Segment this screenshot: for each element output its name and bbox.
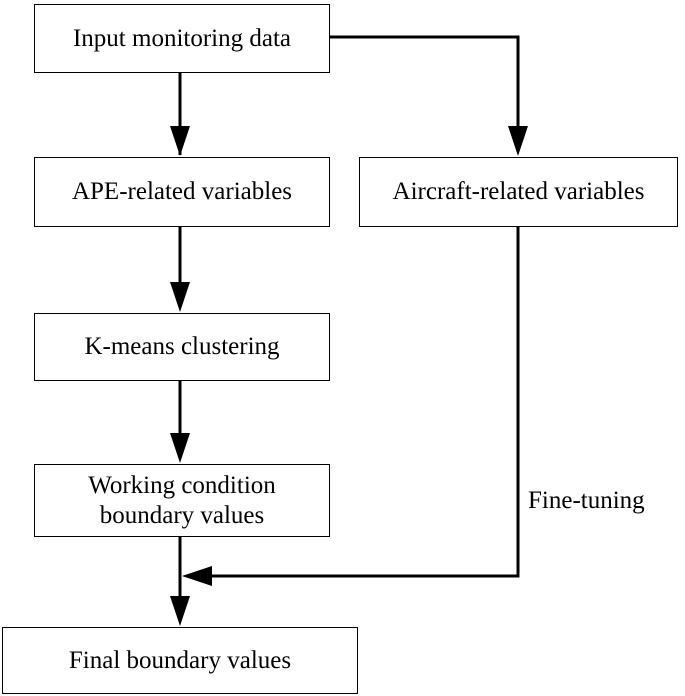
node-input-label: Input monitoring data [72, 24, 292, 52]
arrow-input-to-aircraft [330, 35, 520, 130]
node-kmeans-label: K-means clustering [84, 333, 280, 360]
node-working-line1: Working condition [88, 471, 276, 499]
edge-label-fine-tuning: Fine-tuning [528, 487, 645, 514]
arrowhead-ape-to-kmeans [170, 282, 190, 312]
node-aircraft-related-variables: Aircraft-related variables [359, 157, 678, 227]
node-working-condition-boundary-values: Working condition boundary values [34, 464, 330, 537]
arrowhead-kmeans-to-working [170, 433, 190, 463]
arrowhead-working-to-final [170, 596, 190, 626]
node-input-monitoring-data: Input monitoring data [34, 4, 330, 73]
node-ape-related-variables: APE-related variables [34, 157, 330, 227]
node-ape-label: APE-related variables [71, 178, 293, 205]
arrow-aircraft-to-merge [210, 227, 520, 578]
node-final-label: Final boundary values [68, 646, 292, 674]
arrowhead-input-to-aircraft [508, 126, 528, 156]
arrowhead-input-to-ape [170, 126, 190, 156]
node-final-boundary-values: Final boundary values [2, 627, 358, 694]
node-working-line2: boundary values [99, 501, 265, 529]
arrowhead-aircraft-to-merge [182, 566, 212, 586]
node-k-means-clustering: K-means clustering [34, 313, 330, 381]
node-aircraft-label: Aircraft-related variables [392, 178, 645, 205]
